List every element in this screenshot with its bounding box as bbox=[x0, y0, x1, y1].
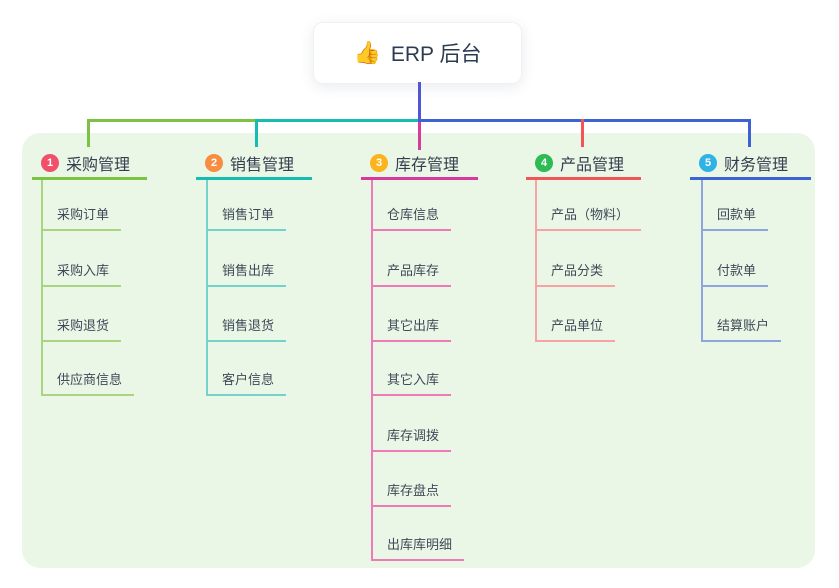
child-node[interactable]: 产品分类 bbox=[535, 259, 616, 287]
connector-drop-sales bbox=[255, 119, 258, 147]
branch-number-badge: 1 bbox=[41, 153, 59, 172]
branch-header-purchase[interactable]: 1 采购管理 bbox=[32, 148, 147, 180]
root-node[interactable]: 👍 ERP 后台 bbox=[313, 22, 522, 84]
connector-root-vertical bbox=[418, 82, 421, 121]
child-node[interactable]: 销售订单 bbox=[206, 203, 287, 231]
child-node[interactable]: 库存盘点 bbox=[371, 479, 452, 507]
connector-rail-purchase bbox=[87, 119, 255, 122]
child-node[interactable]: 其它出库 bbox=[371, 314, 452, 342]
child-node[interactable]: 仓库信息 bbox=[371, 203, 452, 231]
branch-number-badge: 5 bbox=[699, 153, 717, 172]
child-node[interactable]: 销售退货 bbox=[206, 314, 287, 342]
connector-drop-purchase bbox=[87, 119, 90, 147]
child-node[interactable]: 产品库存 bbox=[371, 259, 452, 287]
branch-number-badge: 3 bbox=[370, 153, 388, 172]
branch-title: 库存管理 bbox=[395, 156, 460, 174]
connector-rail-right bbox=[418, 119, 751, 122]
child-node[interactable]: 销售出库 bbox=[206, 259, 287, 287]
child-node[interactable]: 供应商信息 bbox=[41, 368, 135, 396]
child-node[interactable]: 出库库明细 bbox=[371, 533, 465, 561]
branch-spine-sales bbox=[206, 180, 208, 396]
branch-spine-finance bbox=[701, 180, 703, 342]
thumbs-up-icon: 👍 bbox=[353, 40, 381, 65]
child-node[interactable]: 客户信息 bbox=[206, 368, 287, 396]
branch-title: 销售管理 bbox=[230, 156, 295, 174]
child-node[interactable]: 采购订单 bbox=[41, 203, 122, 231]
connector-drop-inventory bbox=[418, 122, 421, 150]
child-node[interactable]: 库存调拨 bbox=[371, 424, 452, 452]
child-node[interactable]: 付款单 bbox=[701, 259, 769, 287]
child-node[interactable]: 采购退货 bbox=[41, 314, 122, 342]
connector-drop-finance bbox=[748, 119, 751, 147]
branch-header-finance[interactable]: 5 财务管理 bbox=[690, 148, 811, 180]
branch-title: 产品管理 bbox=[560, 156, 625, 174]
connector-rail-sales bbox=[255, 119, 418, 122]
child-node[interactable]: 产品（物料） bbox=[535, 203, 642, 231]
branch-number-badge: 2 bbox=[205, 153, 223, 172]
connector-drop-product bbox=[581, 119, 584, 147]
branches-background-panel bbox=[22, 133, 815, 568]
branch-header-sales[interactable]: 2 销售管理 bbox=[196, 148, 312, 180]
branch-title: 采购管理 bbox=[66, 156, 131, 174]
child-node[interactable]: 产品单位 bbox=[535, 314, 616, 342]
root-node-label: ERP 后台 bbox=[390, 43, 482, 66]
child-node[interactable]: 其它入库 bbox=[371, 368, 452, 396]
child-node[interactable]: 结算账户 bbox=[701, 314, 782, 342]
branch-header-inventory[interactable]: 3 库存管理 bbox=[361, 148, 478, 180]
branch-number-badge: 4 bbox=[535, 153, 553, 172]
branch-spine-inventory bbox=[371, 180, 373, 561]
branch-header-product[interactable]: 4 产品管理 bbox=[526, 148, 641, 180]
branch-spine-purchase bbox=[41, 180, 43, 396]
branch-title: 财务管理 bbox=[724, 156, 789, 174]
child-node[interactable]: 回款单 bbox=[701, 203, 769, 231]
branch-spine-product bbox=[535, 180, 537, 342]
child-node[interactable]: 采购入库 bbox=[41, 259, 122, 287]
